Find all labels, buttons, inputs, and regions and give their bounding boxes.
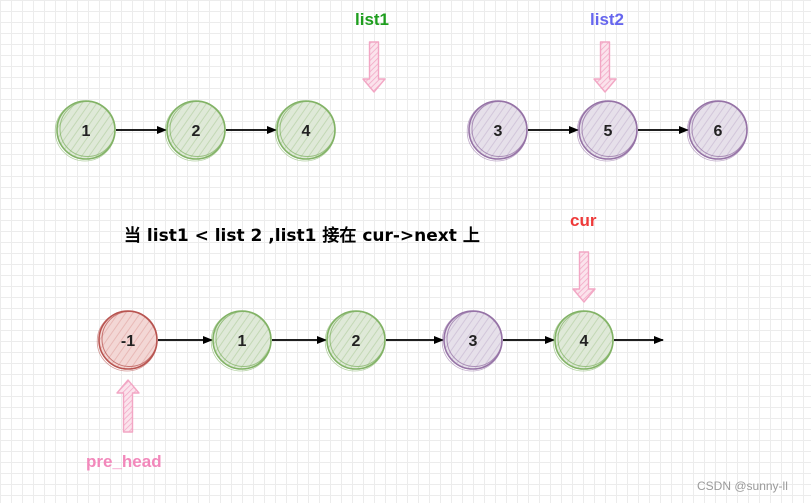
cur-pointer-arrow bbox=[572, 251, 596, 303]
node-value: 3 bbox=[494, 123, 503, 140]
pre-head-pointer-arrow bbox=[116, 379, 140, 433]
merged-node: 1 bbox=[210, 310, 272, 372]
node-value: -1 bbox=[121, 333, 135, 350]
cur-label: cur bbox=[570, 211, 597, 230]
node-value: 2 bbox=[192, 123, 201, 140]
list2-node: 3 bbox=[466, 100, 528, 162]
diagram-caption: 当 list1 < list 2 ,list1 接在 cur->next 上 bbox=[124, 226, 480, 246]
node-value: 6 bbox=[714, 123, 723, 140]
node-value: 2 bbox=[352, 333, 361, 350]
node-value: 4 bbox=[302, 123, 311, 140]
merged-node: -1 bbox=[96, 310, 158, 372]
csdn-watermark: CSDN @sunny-ll bbox=[697, 479, 788, 493]
list1-node: 4 bbox=[274, 100, 336, 162]
list1-pointer-arrow bbox=[362, 41, 386, 93]
list1-node: 2 bbox=[164, 100, 226, 162]
list2-pointer-arrow bbox=[593, 41, 617, 93]
merged-node: 4 bbox=[552, 310, 614, 372]
merged-node: 2 bbox=[324, 310, 386, 372]
list2-node: 5 bbox=[576, 100, 638, 162]
node-value: 4 bbox=[580, 333, 589, 350]
list1-node: 1 bbox=[54, 100, 116, 162]
node-value: 1 bbox=[82, 123, 91, 140]
list2-node: 6 bbox=[686, 100, 748, 162]
list1-label: list1 bbox=[355, 10, 390, 29]
node-value: 3 bbox=[469, 333, 478, 350]
merged-node: 3 bbox=[441, 310, 503, 372]
node-value: 1 bbox=[238, 333, 247, 350]
list2-label: list2 bbox=[590, 10, 625, 29]
node-value: 5 bbox=[604, 123, 613, 140]
pre-head-label: pre_head bbox=[86, 452, 162, 471]
